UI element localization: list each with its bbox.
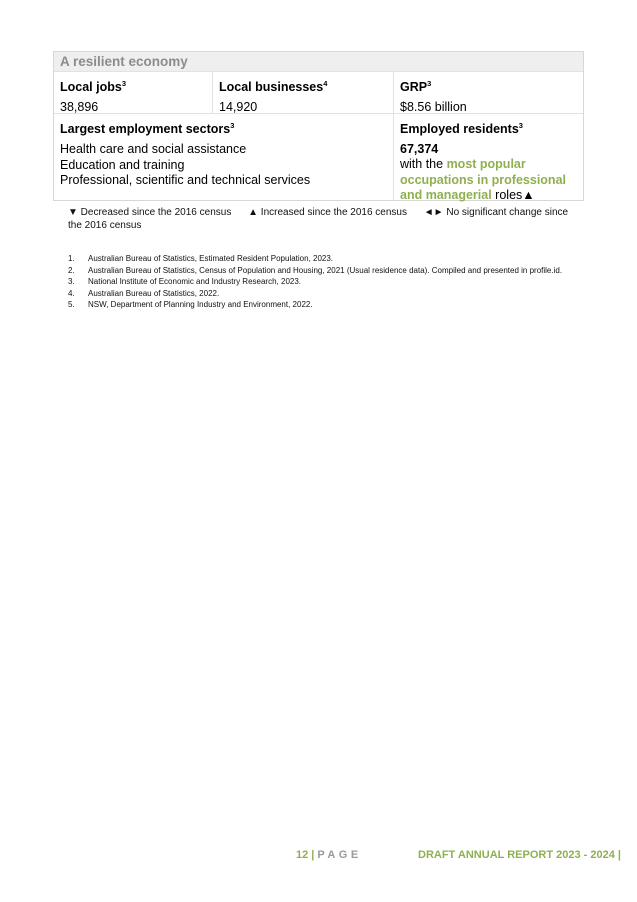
footnote-ref: 3	[230, 121, 235, 130]
local-businesses-label: Local businesses4	[219, 79, 328, 94]
page-number: 12|PAGE	[296, 849, 362, 861]
employed-residents-description: with the most popular occupations in pro…	[400, 157, 566, 202]
legend-increased: ▲ Increased since the 2016 census	[248, 207, 407, 218]
employed-residents-value: 67,374	[400, 142, 439, 156]
local-businesses-cell: Local businesses4 14,920	[213, 72, 394, 114]
increase-trend-icon: ▲	[522, 188, 535, 202]
employment-sectors-cell: Largest employment sectors3 Health care …	[54, 114, 394, 200]
grp-label: GRP3	[400, 79, 432, 94]
employment-sectors-label: Largest employment sectors3	[60, 121, 235, 136]
employment-sectors-list: Health care and social assistance Educat…	[60, 142, 387, 189]
local-businesses-value: 14,920	[219, 100, 258, 114]
footnote-item: 2.Australian Bureau of Statistics, Censu…	[68, 265, 563, 275]
economy-panel: A resilient economy Local jobs3 38,896 L…	[53, 51, 584, 202]
footnotes-list: 1.Australian Bureau of Statistics, Estim…	[68, 253, 568, 311]
footnote-ref: 3	[518, 121, 523, 130]
local-jobs-label: Local jobs3	[60, 79, 126, 94]
footnote-item: 4.Australian Bureau of Statistics, 2022.	[68, 288, 220, 298]
footnote-ref: 3	[121, 79, 126, 88]
footnote-item: 5.NSW, Department of Planning Industry a…	[68, 300, 313, 309]
grp-value: $8.56 billion	[400, 100, 467, 114]
occupation-highlight: most popular occupations in professional…	[400, 157, 566, 202]
sectors-row: Largest employment sectors3 Health care …	[54, 114, 583, 202]
panel-title: A resilient economy	[54, 52, 583, 71]
footnote-ref: 4	[323, 79, 328, 88]
footnote-item: 1.Australian Bureau of Statistics, Estim…	[68, 254, 334, 263]
employed-residents-cell: Employed residents3 67,374 with the most…	[394, 114, 583, 202]
footnote-ref: 3	[427, 79, 432, 88]
sector-item: Education and training	[60, 157, 185, 172]
grp-cell: GRP3 $8.56 billion	[394, 72, 583, 114]
report-title: DRAFT ANNUAL REPORT 2023 - 2024 |	[418, 849, 621, 861]
local-jobs-value: 38,896	[60, 100, 99, 114]
legend-decreased: ▼ Decreased since the 2016 census	[68, 207, 232, 218]
sector-item: Health care and social assistance	[60, 142, 247, 156]
sector-item: Professional, scientific and technical s…	[60, 173, 311, 187]
legend-no-change: ◄► No significant change since the 2016 …	[68, 207, 569, 231]
employed-residents-label: Employed residents3	[400, 121, 523, 136]
trend-legend: ▼ Decreased since the 2016 census ▲ Incr…	[68, 206, 578, 232]
metrics-row: Local jobs3 38,896 Local businesses4 14,…	[54, 71, 583, 114]
local-jobs-cell: Local jobs3 38,896	[54, 72, 213, 114]
footnote-item: 3.National Institute of Economic and Ind…	[68, 277, 302, 286]
